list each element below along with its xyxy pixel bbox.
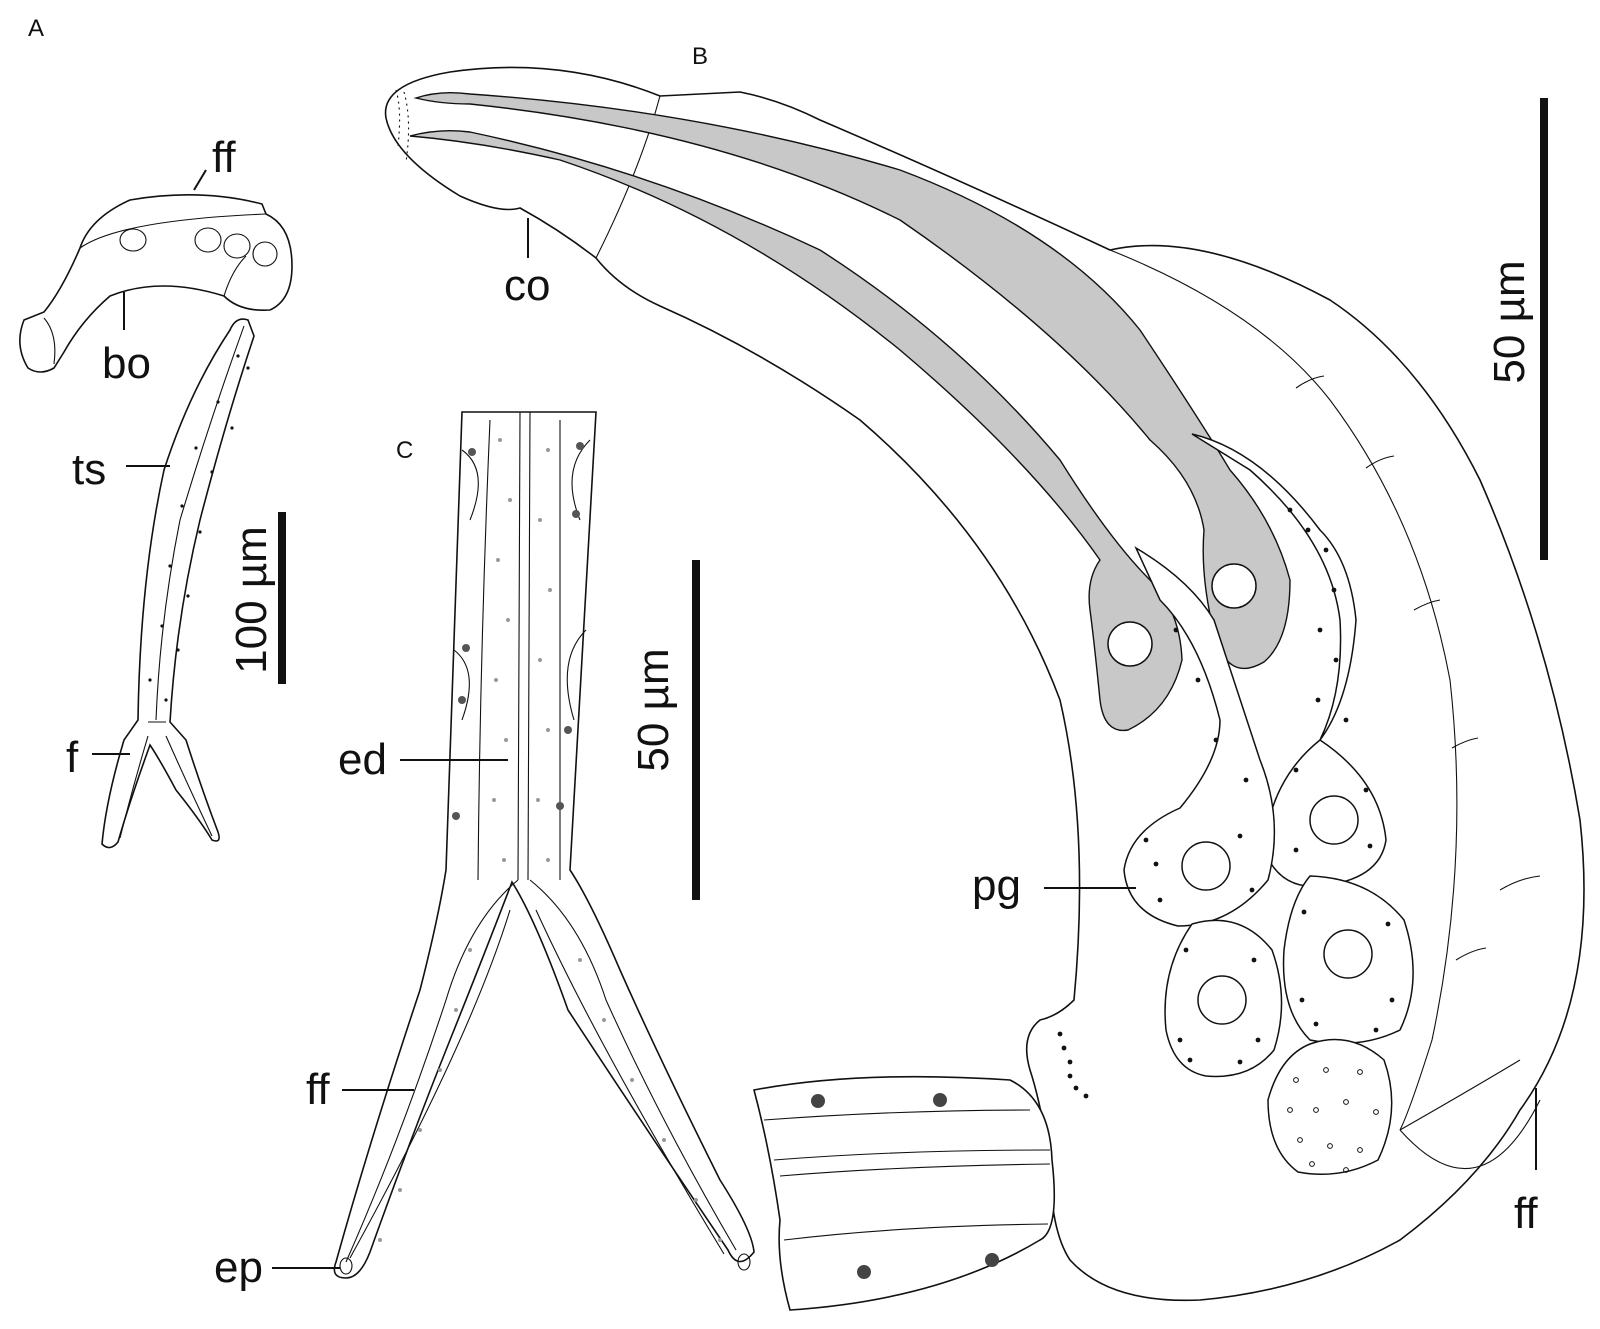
stylet-lower-b xyxy=(409,129,1183,732)
scale-label-c: 50 µm xyxy=(629,648,678,771)
panel-b: B xyxy=(384,43,1585,1311)
scale-label-b: 50 µm xyxy=(1485,260,1534,383)
panel-a: A xyxy=(19,15,293,849)
panel-letter-c: C xyxy=(396,437,413,464)
panel-letter-b: B xyxy=(692,43,708,70)
label-ed: ed xyxy=(338,735,387,784)
stylet-upper-b xyxy=(413,91,1291,670)
gland-stipple xyxy=(1057,507,1395,1099)
gland-duct-1 xyxy=(1191,433,1387,888)
gland-cell-4 xyxy=(1282,875,1414,1045)
leader-ff-a xyxy=(193,169,207,191)
gland-cell-3 xyxy=(1164,919,1283,1078)
label-ff-b: ff xyxy=(1514,1189,1538,1238)
gland-cell-5-stipple xyxy=(1287,1067,1379,1173)
tail-stylet-a xyxy=(101,318,255,849)
label-bo: bo xyxy=(102,339,151,388)
label-co: co xyxy=(504,261,550,310)
gland-duct-2 xyxy=(1123,546,1276,927)
tail-furca-c xyxy=(333,411,755,1279)
gland-cell-5 xyxy=(1267,1038,1393,1176)
tail-fragment-b xyxy=(753,1075,1056,1311)
panel-c: C xyxy=(214,411,755,1292)
label-f: f xyxy=(66,733,79,782)
label-ff-a: ff xyxy=(212,133,236,182)
panel-letter-a: A xyxy=(28,15,44,42)
scale-label-a: 100 µm xyxy=(227,526,276,674)
label-ts: ts xyxy=(72,445,106,494)
cephalic-organ-a xyxy=(19,194,293,373)
label-ep: ep xyxy=(214,1243,263,1292)
label-ff-c: ff xyxy=(306,1065,330,1114)
label-pg: pg xyxy=(972,861,1021,910)
tail-stipple-c xyxy=(378,438,722,1242)
